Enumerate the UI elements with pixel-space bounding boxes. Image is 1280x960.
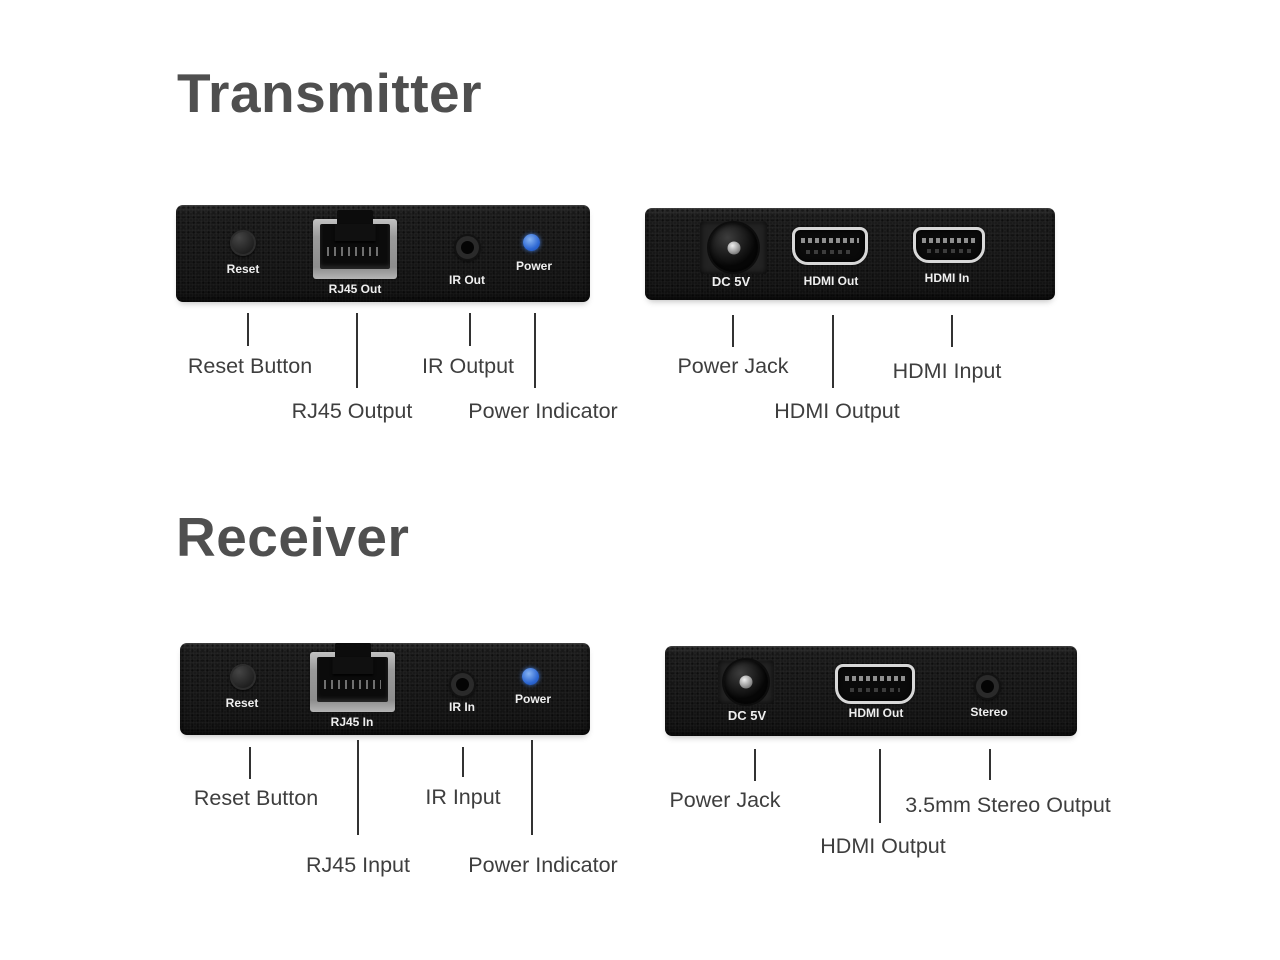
dc-jack-recess bbox=[700, 221, 767, 274]
callout-line bbox=[832, 315, 834, 388]
rj45-in-port-icon bbox=[310, 643, 395, 712]
callout-line bbox=[357, 740, 359, 835]
callout-line bbox=[249, 747, 251, 779]
rj45-pins bbox=[324, 680, 381, 690]
hdmi-out-port-label: HDMI Out bbox=[803, 274, 859, 288]
dc-jack-recess bbox=[718, 660, 774, 704]
callout-ir-input: IR Input bbox=[425, 785, 501, 809]
reset-port-label: Reset bbox=[225, 696, 259, 710]
dc-port-label: DC 5V bbox=[711, 274, 751, 289]
hdmi-out-port-icon bbox=[835, 664, 915, 704]
receiver-front-panel: Reset RJ45 In IR In Power bbox=[180, 643, 590, 735]
rj45-clip-icon bbox=[334, 643, 371, 661]
receiver-heading: Receiver bbox=[176, 506, 410, 568]
callout-rj45-output: RJ45 Output bbox=[291, 399, 413, 423]
power-led-icon bbox=[522, 668, 539, 685]
hdmi-in-port-icon bbox=[913, 227, 985, 263]
ir-in-jack-icon bbox=[456, 678, 469, 691]
callout-power-indicator: Power Indicator bbox=[468, 853, 618, 877]
reset-button-icon bbox=[230, 664, 256, 690]
stereo-port-label: Stereo bbox=[970, 705, 1008, 719]
dc-pin bbox=[739, 675, 753, 689]
dc-pin bbox=[727, 241, 740, 254]
rj45-tab bbox=[331, 657, 374, 675]
callout-power-indicator: Power Indicator bbox=[468, 399, 618, 423]
callout-reset-button: Reset Button bbox=[187, 354, 313, 378]
reset-port-label: Reset bbox=[226, 262, 260, 276]
reset-button-icon bbox=[230, 230, 256, 256]
transmitter-heading: Transmitter bbox=[177, 62, 483, 124]
hdmi-pins bbox=[806, 249, 854, 254]
stereo-jack-icon bbox=[981, 680, 994, 693]
callout-ir-output: IR Output bbox=[421, 354, 515, 378]
callout-line bbox=[989, 749, 991, 780]
hdmi-pins bbox=[844, 675, 906, 681]
callout-line bbox=[534, 313, 536, 388]
callout-reset-button: Reset Button bbox=[193, 786, 319, 810]
dc-jack-icon bbox=[709, 223, 758, 272]
hdmi-pins bbox=[801, 238, 859, 244]
callout-power-jack: Power Jack bbox=[677, 354, 789, 378]
callout-line bbox=[247, 313, 249, 346]
callout-hdmi-output: HDMI Output bbox=[774, 399, 900, 423]
transmitter-rear-panel: DC 5V HDMI Out HDMI In bbox=[645, 208, 1055, 300]
hdmi-pins bbox=[849, 688, 901, 693]
callout-line bbox=[469, 313, 471, 346]
callout-line bbox=[531, 740, 533, 835]
rj45-tab bbox=[334, 224, 376, 242]
callout-line bbox=[879, 749, 881, 823]
rj45-out-port-icon bbox=[313, 210, 397, 279]
hdmi-out-port-icon bbox=[792, 227, 868, 265]
callout-line bbox=[732, 315, 734, 347]
power-led-icon bbox=[523, 234, 540, 251]
callout-line bbox=[356, 313, 358, 388]
rj45-pins bbox=[327, 247, 383, 257]
dc-jack-icon bbox=[724, 660, 768, 704]
callout-line bbox=[754, 749, 756, 781]
hdmi-in-port-label: HDMI In bbox=[924, 271, 970, 285]
power-port-label: Power bbox=[514, 692, 552, 706]
rj45-out-port-label: RJ45 Out bbox=[328, 282, 382, 296]
receiver-rear-panel: DC 5V HDMI Out Stereo bbox=[665, 646, 1077, 736]
rj45-clip-icon bbox=[337, 210, 373, 228]
callout-power-jack: Power Jack bbox=[669, 788, 781, 812]
callout-line bbox=[462, 747, 464, 777]
callout-rj45-input: RJ45 Input bbox=[306, 853, 410, 877]
callout-hdmi-input: HDMI Input bbox=[892, 359, 1002, 383]
transmitter-front-panel: Reset RJ45 Out IR Out Power bbox=[176, 205, 590, 302]
dc-port-label: DC 5V bbox=[727, 708, 767, 723]
hdmi-out-port-label: HDMI Out bbox=[848, 706, 904, 720]
callout-stereo-output: 3.5mm Stereo Output bbox=[905, 793, 1111, 817]
ir-out-jack-icon bbox=[461, 241, 474, 254]
ir-out-port-label: IR Out bbox=[449, 273, 485, 287]
hdmi-pins bbox=[921, 237, 977, 243]
ir-in-port-label: IR In bbox=[449, 700, 475, 714]
hdmi-pins bbox=[926, 248, 972, 253]
callout-hdmi-output: HDMI Output bbox=[820, 834, 946, 858]
rj45-in-port-label: RJ45 In bbox=[330, 715, 374, 729]
power-port-label: Power bbox=[515, 259, 553, 273]
rj45-cavity bbox=[320, 224, 390, 269]
callout-line bbox=[951, 315, 953, 347]
rj45-cavity bbox=[317, 657, 388, 702]
